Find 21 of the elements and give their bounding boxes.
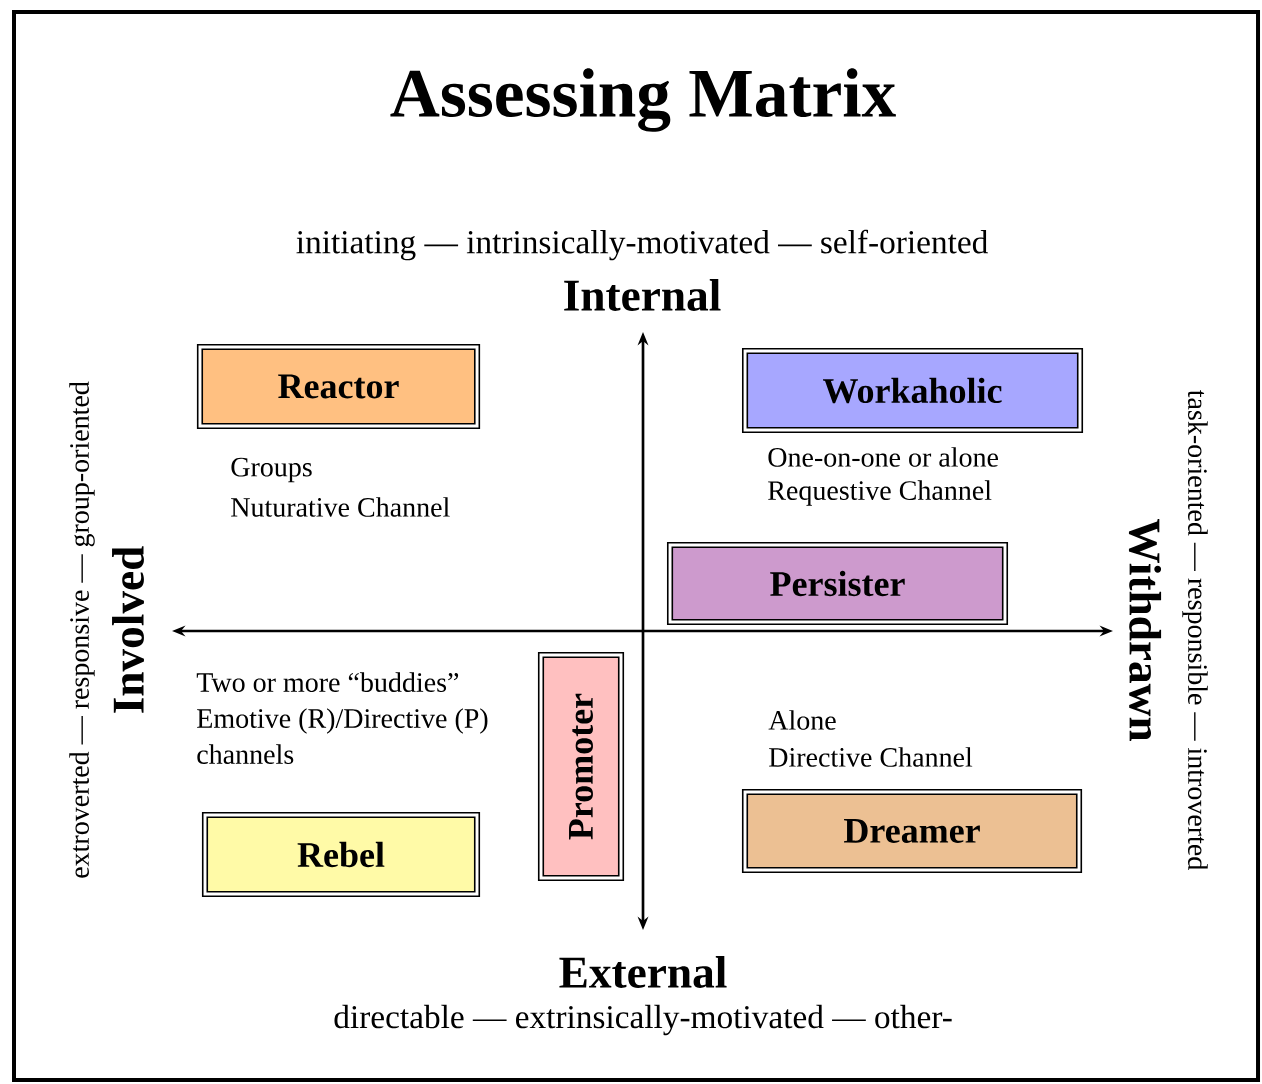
- pattern-box: Promoter: [537, 652, 625, 882]
- axis-label: External: [559, 956, 727, 988]
- pattern-box: Reactor: [196, 343, 481, 430]
- pattern-box: Rebel: [201, 812, 481, 898]
- axis-caption: directable — extrinsically-motivated — other-: [334, 1004, 952, 1036]
- quadrant-note: One-on-one or alone: [768, 447, 998, 467]
- axis-label: Internal: [564, 279, 721, 311]
- quadrant-note: Two or more “buddies” Emotive (R)/Directive (P) channels: [196, 672, 488, 764]
- axis-caption: task-oriented — responsible — introverted: [1182, 390, 1208, 870]
- pattern-box: Workaholic: [742, 347, 1084, 434]
- quadrant-note: Requestive Channel: [768, 480, 992, 506]
- axis-label: Withdrawn: [1128, 518, 1162, 741]
- quadrant-note: Alone: [768, 710, 836, 730]
- quadrant-note: Groups: [231, 457, 312, 483]
- pattern-box: Persister: [666, 541, 1009, 626]
- axis-caption: extroverted — responsive — group-oriented: [69, 381, 95, 878]
- axis-label: Involved: [112, 546, 144, 713]
- pattern-box: Dreamer: [741, 788, 1083, 874]
- title: Assessing Matrix: [390, 68, 896, 132]
- quadrant-note: Nuturative Channel: [231, 497, 450, 517]
- axis-caption: initiating — intrinsically-motivated — self-oriented: [296, 229, 988, 261]
